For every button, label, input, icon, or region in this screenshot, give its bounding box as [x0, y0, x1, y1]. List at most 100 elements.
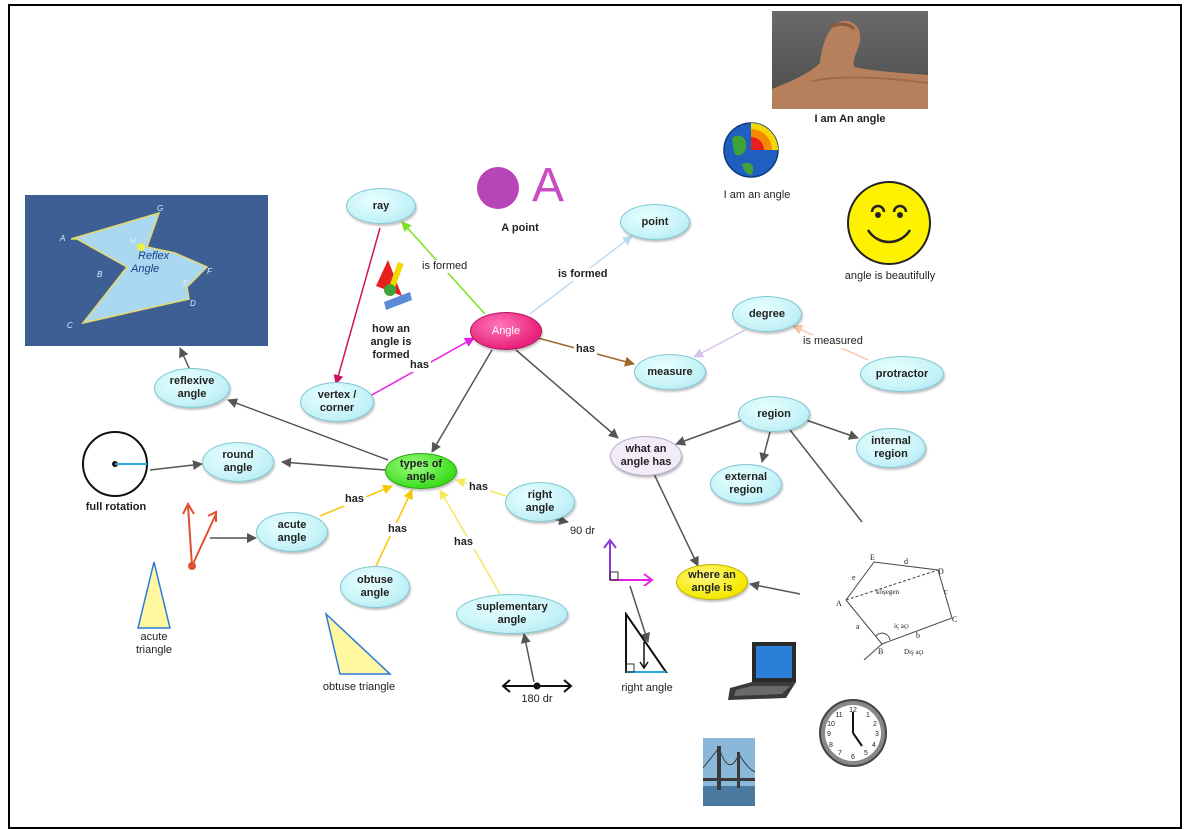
fig-side-b: b: [916, 631, 920, 640]
svg-text:10: 10: [827, 721, 835, 728]
globe-caption: I am an angle: [723, 189, 791, 201]
reflex-vertex-h: H: [130, 237, 136, 246]
fig-vertex-a: A: [836, 599, 842, 608]
full-rotation-icon: [80, 430, 150, 500]
smiley-face-icon: [846, 180, 932, 266]
fig-diagonal-label: köşegen: [876, 588, 899, 596]
svg-text:4: 4: [872, 742, 876, 749]
edge-reflexive-image: [179, 347, 191, 371]
edge-label-is-formed-point: is formed: [556, 268, 610, 281]
svg-text:Reflex: Reflex: [138, 250, 170, 262]
pencil-ruler-icon: [370, 256, 414, 320]
right-triangle-icon: [620, 610, 670, 676]
node-external[interactable]: external region: [710, 464, 782, 504]
node-protractor[interactable]: protractor: [860, 356, 944, 392]
edge-rotation-round: [149, 460, 203, 471]
node-angle[interactable]: Angle: [470, 312, 542, 350]
straight-angle-icon: [500, 676, 574, 696]
arm-caption: I am An angle: [814, 113, 886, 125]
node-round[interactable]: round angle: [202, 442, 274, 482]
edge-label-ninety: 90 dr: [568, 525, 598, 538]
node-obtuse[interactable]: obtuse angle: [340, 566, 410, 608]
obtuse-triangle-caption: obtuse triangle: [322, 681, 396, 693]
svg-text:11: 11: [835, 712, 842, 719]
svg-text:7: 7: [838, 750, 842, 757]
point-graphic: [474, 166, 564, 216]
ninety-degree-icon: [598, 536, 654, 587]
full-rotation-caption: full rotation: [85, 501, 147, 513]
fig-vertex-c: C: [952, 615, 957, 624]
edge-label-has-right: has: [467, 481, 490, 494]
acute-angle-icon: [182, 500, 222, 572]
edge-label-has-supplementary: has: [452, 536, 475, 549]
right-angle-img-caption: right angle: [621, 682, 673, 694]
reflex-vertex-f: F: [207, 267, 213, 276]
reflex-vertex-a: A: [59, 234, 65, 243]
svg-text:12: 12: [849, 707, 857, 714]
edge-label-has-obtuse: has: [386, 523, 409, 536]
edge-label-has-measure: has: [574, 343, 597, 356]
node-right[interactable]: right angle: [505, 482, 575, 522]
svg-text:5: 5: [864, 750, 868, 757]
svg-text:3: 3: [875, 731, 879, 738]
acute-triangle-caption: acute triangle: [135, 631, 173, 656]
edge-label-has-acute: has: [343, 493, 366, 506]
edge-region-internal: [805, 419, 859, 440]
acute-triangle-icon: [134, 560, 174, 632]
edge-angle-whathas: [515, 349, 619, 439]
quadrilateral-figure: E D A C B a b c d e köşegen iç açı Dış a…: [830, 552, 958, 662]
fig-vertex-d: D: [938, 567, 944, 576]
how-formed-caption: how an angle is formed: [370, 323, 412, 361]
node-degree[interactable]: degree: [732, 296, 802, 332]
edge-types-reflexive: [227, 398, 389, 461]
svg-text:Angle: Angle: [130, 263, 159, 275]
node-internal[interactable]: internal region: [856, 428, 926, 468]
fig-side-c: c: [944, 587, 948, 596]
obtuse-triangle-icon: [322, 610, 394, 678]
reflex-angle-image: Reflex Angle A G H B F E D C: [25, 195, 268, 346]
bridge-photo: [703, 738, 755, 806]
node-measure[interactable]: measure: [634, 354, 706, 390]
node-supplementary[interactable]: suplementary angle: [456, 594, 568, 634]
node-what-has[interactable]: what an angle has: [610, 436, 682, 476]
edge-ray-vertex: [333, 227, 381, 385]
svg-text:9: 9: [827, 731, 831, 738]
edge-90-rightimg: [629, 585, 651, 643]
edge-region-external: [759, 431, 771, 463]
svg-text:1: 1: [866, 712, 870, 719]
edge-degree-measure: [693, 329, 746, 358]
fig-side-a: a: [856, 622, 860, 631]
edge-whathas-where: [653, 473, 699, 567]
oneeighty-caption: 180 dr: [521, 693, 553, 705]
edge-angle-types: [431, 349, 493, 453]
node-where[interactable]: where an angle is: [676, 564, 748, 600]
fig-vertex-e: E: [870, 553, 875, 562]
svg-text:6: 6: [851, 754, 855, 761]
point-letter: A: [532, 159, 565, 212]
node-types[interactable]: types of angle: [385, 453, 457, 489]
edge-figure-where: [749, 580, 801, 595]
smiley-caption: angle is beautifully: [844, 270, 936, 282]
edge-label-is-measured: is measured: [801, 335, 865, 348]
reflex-vertex-e: E: [183, 279, 189, 288]
node-region[interactable]: region: [738, 396, 810, 432]
edge-label-is-formed-ray: is formed: [420, 260, 470, 273]
svg-text:2: 2: [873, 721, 877, 728]
node-acute[interactable]: acute angle: [256, 512, 328, 552]
earth-globe-icon: [722, 118, 780, 188]
edge-types-round: [281, 457, 387, 471]
fig-inner-label: iç açı: [894, 622, 909, 630]
node-vertex[interactable]: vertex / corner: [300, 382, 374, 422]
svg-text:8: 8: [829, 742, 833, 749]
node-ray[interactable]: ray: [346, 188, 416, 224]
fig-side-e: e: [852, 573, 856, 582]
node-reflexive[interactable]: reflexive angle: [154, 368, 230, 408]
node-point[interactable]: point: [620, 204, 690, 240]
fig-outer-label: Dış açı: [904, 648, 924, 656]
edge-label-has-vertex: has: [408, 359, 431, 372]
laptop-icon: [726, 640, 802, 706]
edge-region-whathas: [675, 419, 743, 446]
